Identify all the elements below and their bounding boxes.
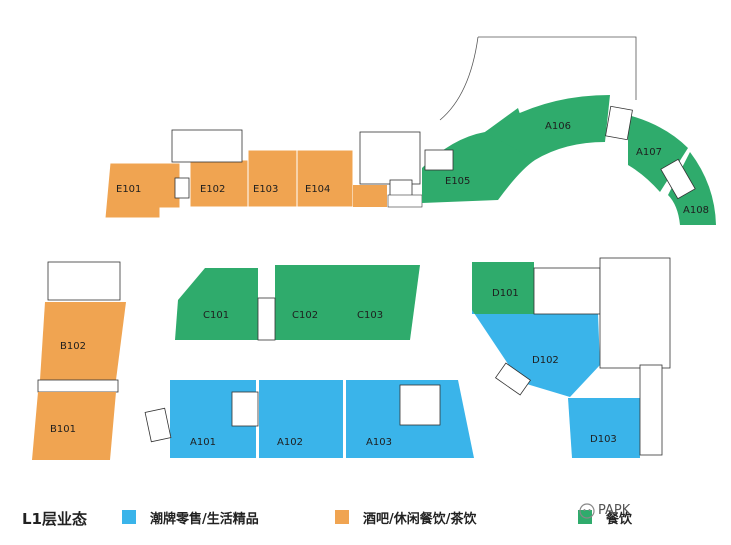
legend-label-bar: 酒吧/休闲餐饮/茶饮 <box>363 512 477 527</box>
label-E104: E104 <box>305 184 330 195</box>
core-d-2 <box>599 257 671 369</box>
stair-curve-1 <box>605 105 633 141</box>
label-A106: A106 <box>545 121 571 132</box>
core-d-3 <box>639 364 663 456</box>
unit-C102[interactable] <box>275 265 345 340</box>
label-D102: D102 <box>532 355 559 366</box>
legend: L1层业态 潮牌零售/生活精品 酒吧/休闲餐饮/茶饮 餐饮 <box>0 500 731 540</box>
core-b-mid <box>37 379 119 393</box>
legend-swatch-bar <box>335 510 349 524</box>
stair-a-1 <box>144 407 172 443</box>
label-E105: E105 <box>445 176 470 187</box>
unit-E104-ext <box>353 185 387 207</box>
core-d-1 <box>533 267 601 315</box>
legend-swatch-dining <box>578 510 592 524</box>
label-B102: B102 <box>60 341 86 352</box>
floor-plan-map: E101 E102 E103 E104 E105 A106 A107 A108 … <box>32 36 716 460</box>
stair-curve-2 <box>660 158 696 200</box>
unit-labels: E101 E102 E103 E104 E105 A106 A107 A108 … <box>50 121 709 448</box>
core-b-top <box>47 261 121 301</box>
curve-inner-line <box>439 36 479 121</box>
core-curve <box>424 149 454 171</box>
unit-A107[interactable] <box>628 115 688 192</box>
unit-A102[interactable] <box>259 380 343 458</box>
legend-title: L1层业态 <box>22 510 87 528</box>
core-a-2 <box>399 384 441 426</box>
unit-D103[interactable] <box>568 398 640 458</box>
label-A102: A102 <box>277 437 303 448</box>
legend-label-dining: 餐饮 <box>606 512 633 527</box>
label-D101: D101 <box>492 288 519 299</box>
wechat-icon <box>579 503 595 519</box>
watermark: PAPK <box>598 503 631 518</box>
label-E101: E101 <box>116 184 141 195</box>
label-A101: A101 <box>190 437 216 448</box>
label-A103: A103 <box>366 437 392 448</box>
building-curve <box>422 36 716 225</box>
legend-label-retail: 潮牌零售/生活精品 <box>150 512 259 527</box>
label-E102: E102 <box>200 184 225 195</box>
unit-E104[interactable] <box>296 149 354 208</box>
label-E103: E103 <box>253 184 278 195</box>
unit-A106[interactable] <box>485 95 610 160</box>
building-b <box>32 261 126 460</box>
building-top <box>104 129 423 219</box>
unit-D102[interactable] <box>472 310 600 397</box>
unit-E103[interactable] <box>247 149 298 208</box>
legend-swatch-retail <box>122 510 136 524</box>
core-e-east <box>359 131 421 185</box>
curve-outline <box>478 36 637 100</box>
building-a <box>144 380 474 458</box>
label-C101: C101 <box>203 310 229 321</box>
building-c <box>175 265 420 341</box>
label-A107: A107 <box>636 147 662 158</box>
corridor-e <box>387 194 423 208</box>
label-A108: A108 <box>683 205 709 216</box>
unit-E101[interactable] <box>104 162 181 219</box>
unit-C103[interactable] <box>345 265 420 340</box>
unit-B101[interactable] <box>32 392 116 460</box>
unit-B102[interactable] <box>40 302 126 380</box>
label-C102: C102 <box>292 310 318 321</box>
stair-d-1 <box>494 362 532 396</box>
label-D103: D103 <box>590 434 617 445</box>
stair-e-1 <box>174 177 190 199</box>
core-c <box>257 297 276 341</box>
building-d <box>472 257 671 458</box>
unit-D101[interactable] <box>472 262 534 314</box>
core-a-1 <box>231 391 259 427</box>
label-C103: C103 <box>357 310 383 321</box>
core-e-west <box>171 129 243 163</box>
label-B101: B101 <box>50 424 76 435</box>
unit-C101[interactable] <box>175 268 258 340</box>
